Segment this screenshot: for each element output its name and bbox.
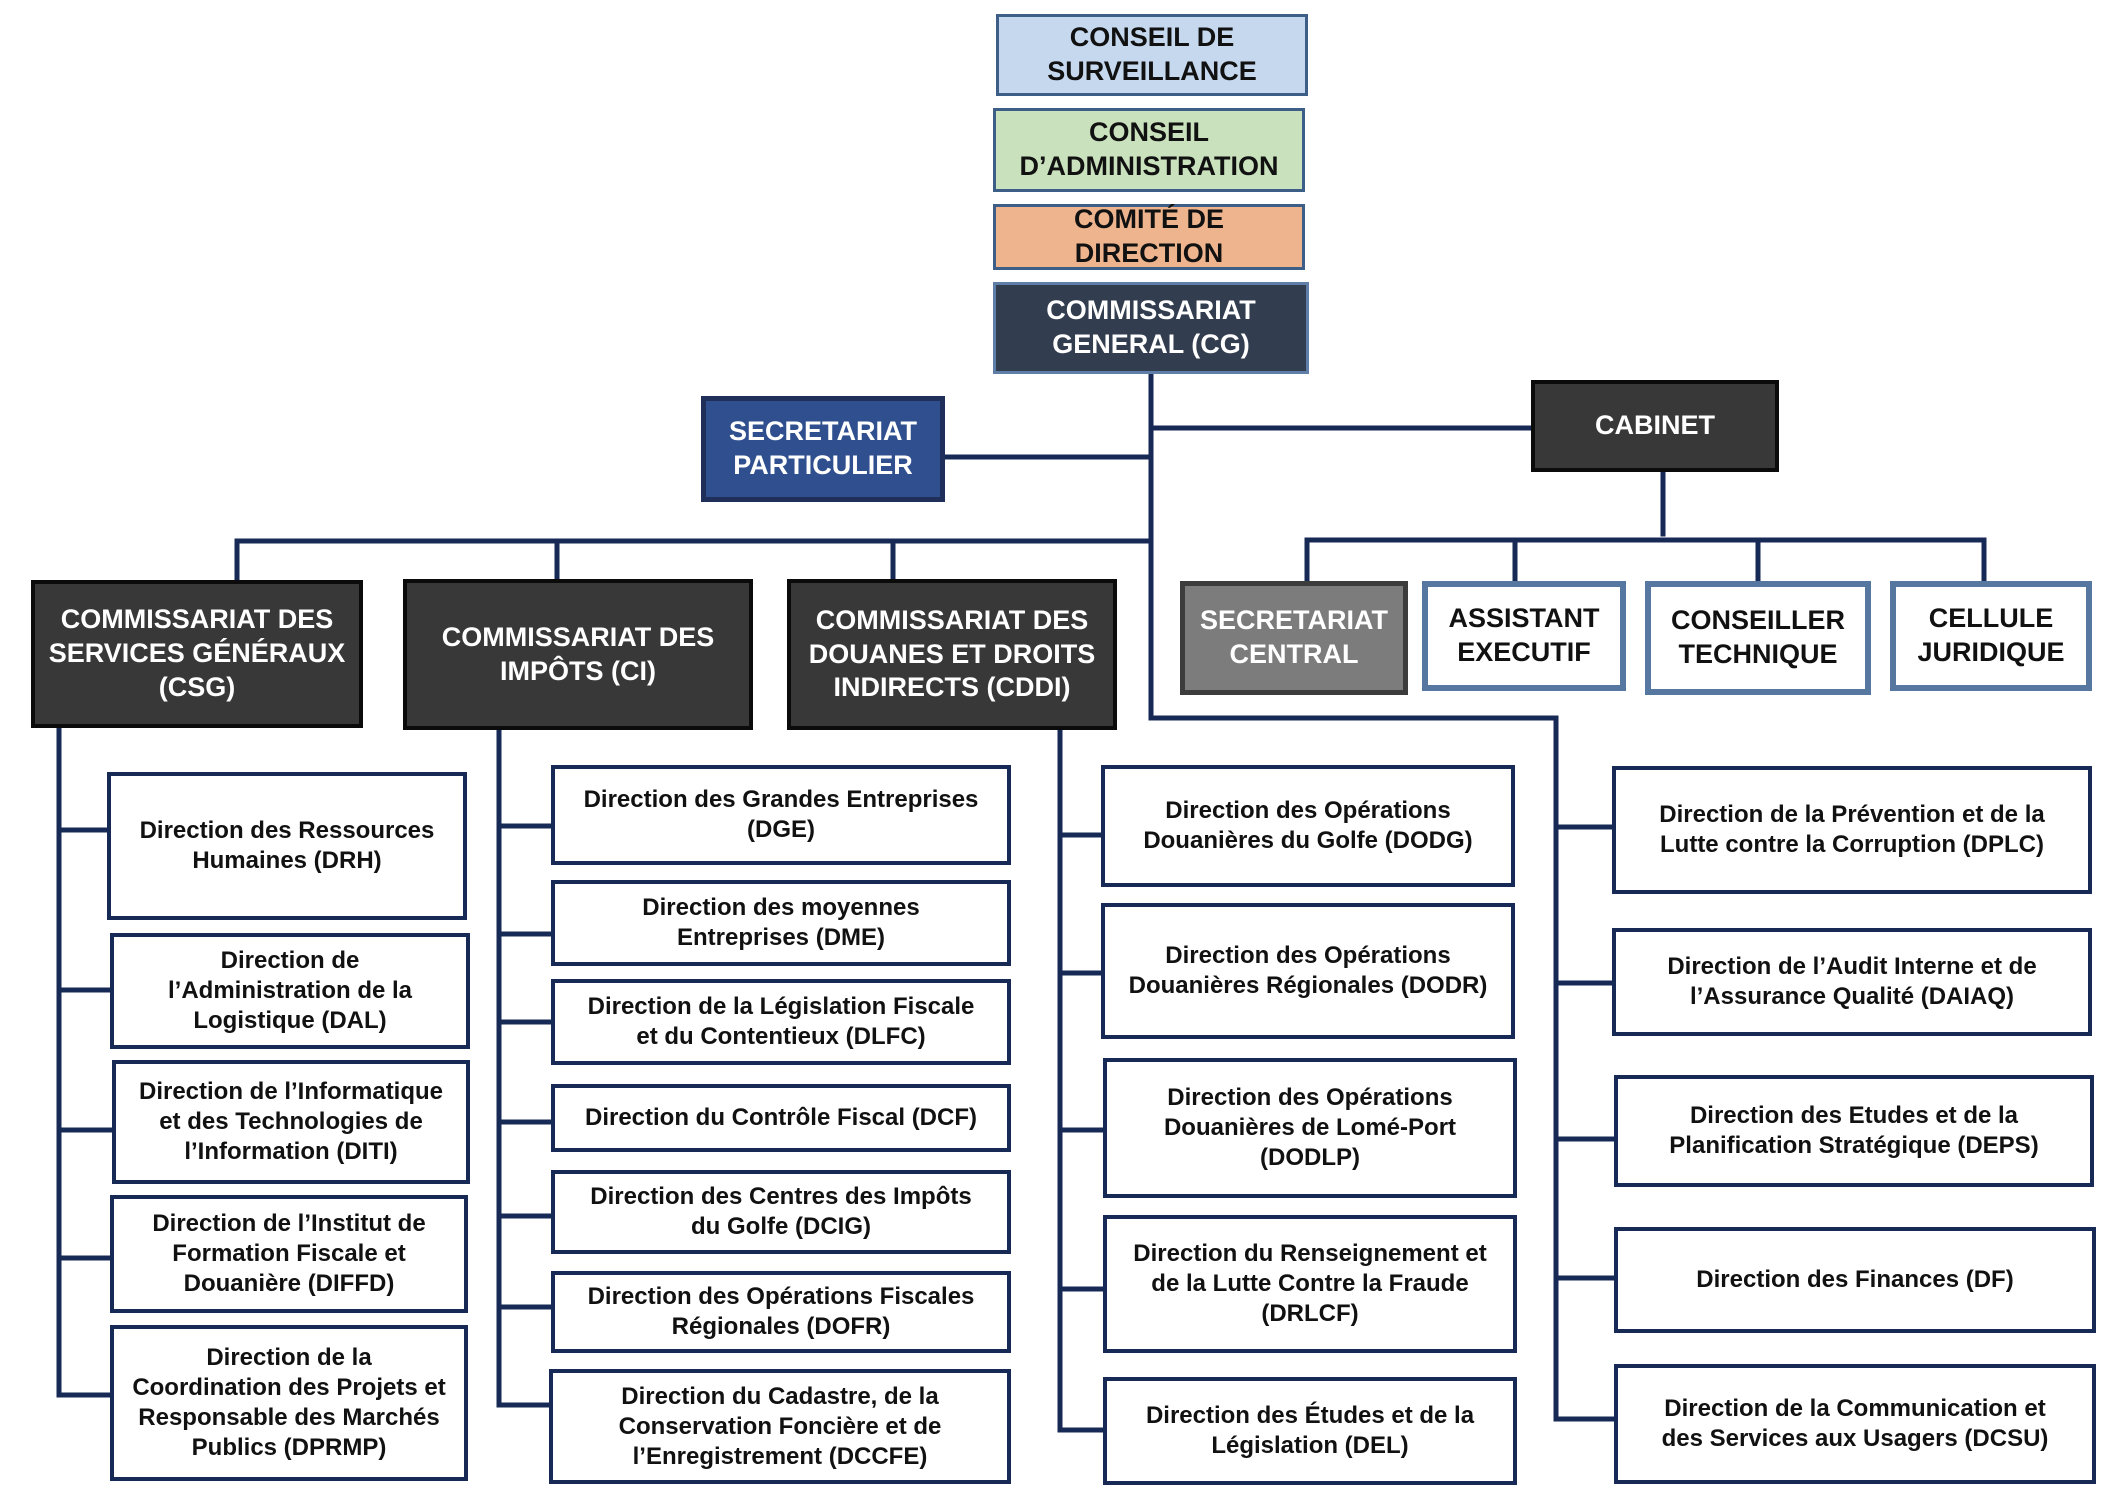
secretariat-particulier-box: SECRETARIAT PARTICULIER [701, 396, 945, 502]
assistant-executif-box: ASSISTANT EXECUTIF [1422, 581, 1626, 691]
direction-dofr-box: Direction des Opérations Fiscales Région… [551, 1271, 1011, 1353]
direction-diti-box: Direction de l’Informatique et des Techn… [112, 1060, 470, 1184]
direction-dme-box: Direction des moyennes Entreprises (DME) [551, 880, 1011, 966]
commissariat-csg-box: COMMISSARIAT DES SERVICES GÉNÉRAUX (CSG) [31, 580, 363, 728]
commissariat-ci-box: COMMISSARIAT DES IMPÔTS (CI) [403, 579, 753, 730]
direction-dlfc-box: Direction de la Législation Fiscale et d… [551, 979, 1011, 1065]
comite-direction-box: COMITÉ DE DIRECTION [993, 204, 1305, 270]
direction-df-box: Direction des Finances (DF) [1614, 1227, 2096, 1333]
conseil-administration-box: CONSEIL D’ADMINISTRATION [993, 108, 1305, 192]
direction-dcsu-box: Direction de la Communication et des Ser… [1614, 1364, 2096, 1484]
cabinet-box: CABINET [1531, 380, 1779, 472]
direction-dodlp-box: Direction des Opérations Douanières de L… [1103, 1058, 1517, 1198]
direction-dccfe-box: Direction du Cadastre, de la Conservatio… [549, 1369, 1011, 1484]
direction-dodr-box: Direction des Opérations Douanières Régi… [1101, 903, 1515, 1039]
direction-dcf-box: Direction du Contrôle Fiscal (DCF) [551, 1084, 1011, 1152]
conseil-surveillance-box: CONSEIL DE SURVEILLANCE [996, 14, 1308, 96]
commissariat-cddi-box: COMMISSARIAT DES DOUANES ET DROITS INDIR… [787, 579, 1117, 730]
cellule-juridique-box: CELLULE JURIDIQUE [1890, 581, 2092, 691]
direction-dplc-box: Direction de la Prévention et de la Lutt… [1612, 766, 2092, 894]
direction-drlcf-box: Direction du Renseignement et de la Lutt… [1103, 1215, 1517, 1353]
commissariat-general-box: COMMISSARIAT GENERAL (CG) [993, 282, 1309, 374]
direction-dcig-box: Direction des Centres des Impôts du Golf… [551, 1170, 1011, 1254]
direction-dge-box: Direction des Grandes Entreprises (DGE) [551, 765, 1011, 865]
direction-dprmp-box: Direction de la Coordination des Projets… [110, 1325, 468, 1481]
secretariat-central-box: SECRETARIAT CENTRAL [1180, 581, 1408, 695]
conseiller-technique-box: CONSEILLER TECHNIQUE [1645, 581, 1871, 695]
direction-dal-box: Direction de l’Administration de la Logi… [110, 933, 470, 1049]
direction-dodg-box: Direction des Opérations Douanières du G… [1101, 765, 1515, 887]
direction-daiaq-box: Direction de l’Audit Interne et de l’Ass… [1612, 928, 2092, 1036]
direction-del-box: Direction des Études et de la Législatio… [1103, 1377, 1517, 1485]
direction-drh-box: Direction des Ressources Humaines (DRH) [107, 772, 467, 920]
direction-deps-box: Direction des Etudes et de la Planificat… [1614, 1075, 2094, 1187]
direction-diffd-box: Direction de l’Institut de Formation Fis… [110, 1195, 468, 1313]
